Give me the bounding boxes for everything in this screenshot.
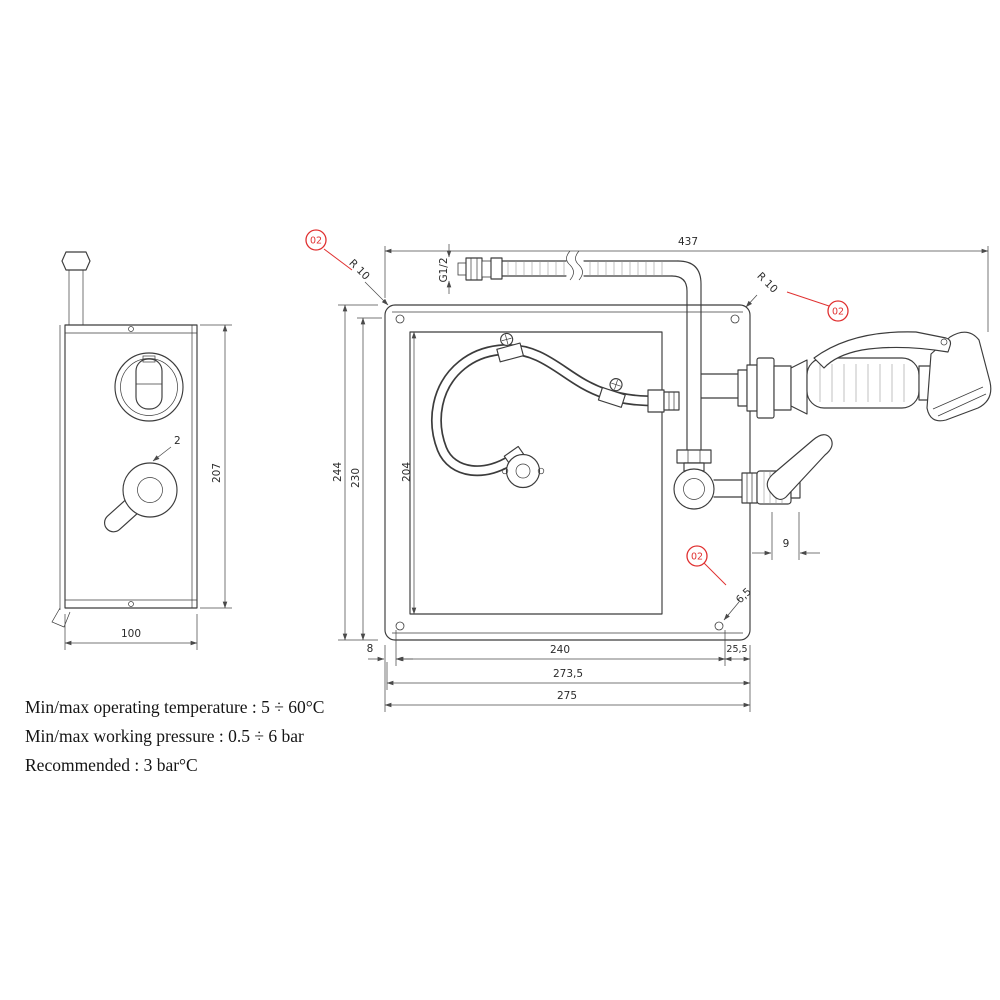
panel-flange [505, 453, 541, 489]
dim-gap-label: 2 [174, 435, 181, 447]
break-symbol [566, 250, 574, 281]
dim-thread-label: G1/2 [438, 257, 450, 282]
dim-corner-radius-label: R 10 [754, 270, 779, 295]
dim-height-outer-label: 244 [332, 462, 344, 482]
callout-label: 02 [832, 307, 844, 318]
hose-clamp [496, 332, 524, 363]
notes: Min/max operating temperature : 5 ÷ 60°C… [25, 697, 324, 775]
side-view: 2 100 207 [51, 251, 232, 650]
break-symbol [575, 250, 583, 281]
corner-hole [395, 621, 405, 631]
dim-overall-plate-label: 275 [557, 690, 577, 702]
dim-side-height-label: 207 [211, 463, 223, 483]
callout-circle [686, 545, 708, 567]
dim-edge-offset-label: 8 [367, 643, 374, 655]
lever-hub [122, 462, 178, 518]
gun-head [926, 331, 992, 422]
callout-circle [827, 300, 849, 322]
gun-trigger-lever [813, 331, 952, 369]
corner-hole [730, 314, 740, 324]
corner-hole [395, 314, 405, 324]
dim-height-inner-label: 230 [350, 468, 362, 488]
callouts: 02 02 02 [305, 229, 849, 586]
hex-fitting [61, 251, 91, 271]
front-view: G1/2 [332, 236, 992, 712]
valve-lever [766, 434, 833, 500]
dim-corner-radius-label: R 10 [346, 257, 371, 282]
note-recommended: Recommended : 3 bar°C [25, 755, 198, 775]
flexible-hose [431, 332, 680, 489]
spray-gun [737, 331, 992, 422]
dim-hole-spacing-label: 240 [550, 644, 570, 656]
dim-right-offset-label: 25,5 [726, 644, 747, 655]
ball-valve [673, 434, 833, 510]
dim-hole-span-label: 273,5 [553, 668, 583, 680]
callout-label: 02 [310, 236, 322, 247]
callout-label: 02 [691, 552, 703, 563]
hose-clamp [597, 378, 626, 408]
dim-side-depth-label: 100 [121, 628, 141, 640]
corner-hole [714, 621, 724, 631]
supply-hose [457, 250, 702, 308]
note-working-pressure: Min/max working pressure : 0.5 ÷ 6 bar [25, 726, 304, 746]
dim-overall-width-label: 437 [678, 236, 698, 248]
dim-outlet-offset-label: 9 [783, 538, 790, 550]
note-operating-temperature: Min/max operating temperature : 5 ÷ 60°C [25, 697, 324, 717]
riser-pipe [686, 306, 739, 451]
mounting-foot [51, 607, 71, 628]
callout-circle [305, 229, 327, 251]
dim-panel-height-label: 204 [401, 462, 413, 482]
